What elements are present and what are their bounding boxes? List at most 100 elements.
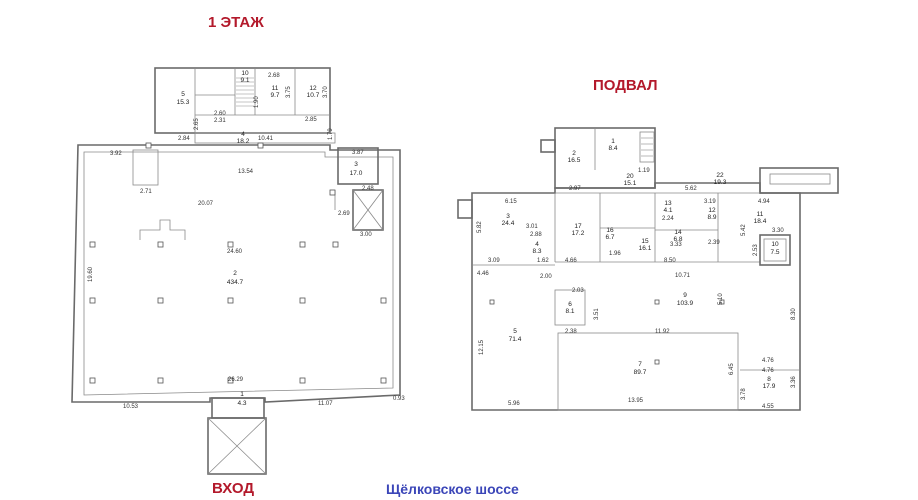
dim-label: 10.71 <box>675 273 691 279</box>
room-4-num: 4 <box>535 241 539 248</box>
dim-label: 3.19 <box>704 199 716 205</box>
room-4-num: 4 <box>241 131 245 138</box>
dim-label: 2.39 <box>708 240 720 246</box>
room-7-num: 7 <box>638 361 642 368</box>
room-3-num: 3 <box>506 213 510 220</box>
dim-label: 6.45 <box>729 363 735 375</box>
dim-label: 19.60 <box>88 266 94 282</box>
dim-label: 5.82 <box>477 221 483 233</box>
dim-label: 3.01 <box>526 224 538 230</box>
floor1-hall <box>71 144 401 403</box>
room-12-num: 12 <box>309 85 317 92</box>
dim-label: 1.90 <box>254 96 260 108</box>
room-14-num: 14 <box>674 229 682 236</box>
street-label: Щёлковское шоссе <box>386 481 519 497</box>
dim-label: 2.48 <box>362 186 374 192</box>
dim-label: 3.70 <box>323 86 329 98</box>
floor1-columns <box>89 142 387 384</box>
entrance-porch <box>207 417 267 475</box>
dim-label: 5.10 <box>718 293 724 305</box>
dim-label: 4.76 <box>762 368 774 374</box>
dim-label: 3.33 <box>670 242 682 248</box>
room-13-num: 13 <box>664 200 672 207</box>
dim-label: 3.78 <box>741 388 747 400</box>
dim-label: 20.07 <box>198 201 214 207</box>
dim-label: 2.85 <box>305 117 317 123</box>
room-1-num: 1 <box>611 138 615 145</box>
dim-label: 3.30 <box>772 228 784 234</box>
room-10-area: 7.5 <box>770 249 779 256</box>
room-2-area: 434.7 <box>227 279 244 286</box>
floor1-plan: 1 4.3 2 434.7 3 17.0 4 18.2 5 15.3 10 9.… <box>71 67 405 475</box>
dim-label: 2.03 <box>572 288 584 294</box>
dim-label: 2.97 <box>569 186 581 192</box>
room-20-num: 20 <box>626 173 634 180</box>
dim-label: 3.09 <box>488 258 500 264</box>
room-7-area: 89.7 <box>634 369 647 376</box>
room-11-num: 11 <box>272 85 279 92</box>
dim-label: 2.00 <box>540 274 552 280</box>
room-8-area: 17.9 <box>763 383 776 390</box>
dim-label: 2.53 <box>753 244 759 256</box>
room-13-area: 4.1 <box>663 207 672 214</box>
dim-label: 8.30 <box>791 308 797 320</box>
room-5-num: 5 <box>181 91 185 98</box>
dim-label: 2.31 <box>214 118 226 124</box>
room-17-area: 17.2 <box>572 230 585 237</box>
room-4-area: 18.2 <box>237 138 250 145</box>
dim-label: 6.15 <box>505 199 517 205</box>
dim-label: 3.87 <box>352 150 364 156</box>
room-12-num: 12 <box>708 207 716 214</box>
dim-label: 2.24 <box>662 216 674 222</box>
room-3-area: 24.4 <box>502 220 515 227</box>
dim-label: 2.65 <box>194 118 200 130</box>
dim-label: 11.92 <box>655 329 670 335</box>
room-1-num: 1 <box>240 391 244 398</box>
dim-label: 24.60 <box>227 249 243 255</box>
dim-label: 2.71 <box>140 189 152 195</box>
room-15-num: 15 <box>641 238 649 245</box>
basement-plan: 1 8.4 2 16.5 3 24.4 4 8.3 5 71.4 6 8.1 7… <box>457 127 839 411</box>
dim-label: 1.96 <box>609 251 621 257</box>
dim-label: 2.84 <box>178 136 190 142</box>
room-1-area: 8.4 <box>608 145 617 152</box>
room-12-area: 8.9 <box>707 214 716 221</box>
dim-label: 11.07 <box>318 401 333 407</box>
room-9-num: 9 <box>683 292 687 299</box>
room-17-num: 17 <box>574 223 582 230</box>
room-16-area: 6.7 <box>605 234 614 241</box>
dim-label: 4.94 <box>758 199 770 205</box>
dim-label: 26.29 <box>228 377 244 383</box>
room-8-num: 8 <box>767 376 771 383</box>
dim-label: 2.38 <box>565 329 577 335</box>
dim-label: 10.53 <box>123 404 139 410</box>
dim-label: 2.68 <box>268 73 280 79</box>
dim-label: 2.69 <box>338 211 350 217</box>
room-9-area: 103.9 <box>677 300 694 307</box>
dim-label: 10.41 <box>258 136 274 142</box>
room-15-area: 16.1 <box>639 245 652 252</box>
room-11-area: 9.7 <box>270 92 279 99</box>
room-11-num: 11 <box>757 211 764 218</box>
dim-label: 3.51 <box>594 308 600 320</box>
dim-label: 4.46 <box>477 271 489 277</box>
room-14-area: 6.8 <box>673 236 682 243</box>
dim-label: 3.92 <box>110 151 122 157</box>
room-3-area: 17.0 <box>350 170 363 177</box>
entrance-label: ВХОД <box>212 480 255 497</box>
dim-label: 2.60 <box>214 111 226 117</box>
dim-label: 3.75 <box>286 86 292 98</box>
dim-label: 4.55 <box>762 404 774 410</box>
dim-label: 3.36 <box>791 376 797 388</box>
room-12-area: 10.7 <box>307 92 320 99</box>
room-22-area: 19.3 <box>714 179 727 186</box>
basement-title: ПОДВАЛ <box>593 77 658 94</box>
room-16-num: 16 <box>606 227 614 234</box>
room-1-area: 4.3 <box>237 400 246 407</box>
dim-label: 4.66 <box>565 258 577 264</box>
room-6-area: 8.1 <box>565 308 574 315</box>
dim-label: 4.76 <box>762 358 774 364</box>
room-2-num: 2 <box>233 270 237 277</box>
dim-label: 1.19 <box>638 168 650 174</box>
room-6-num: 6 <box>568 301 572 308</box>
